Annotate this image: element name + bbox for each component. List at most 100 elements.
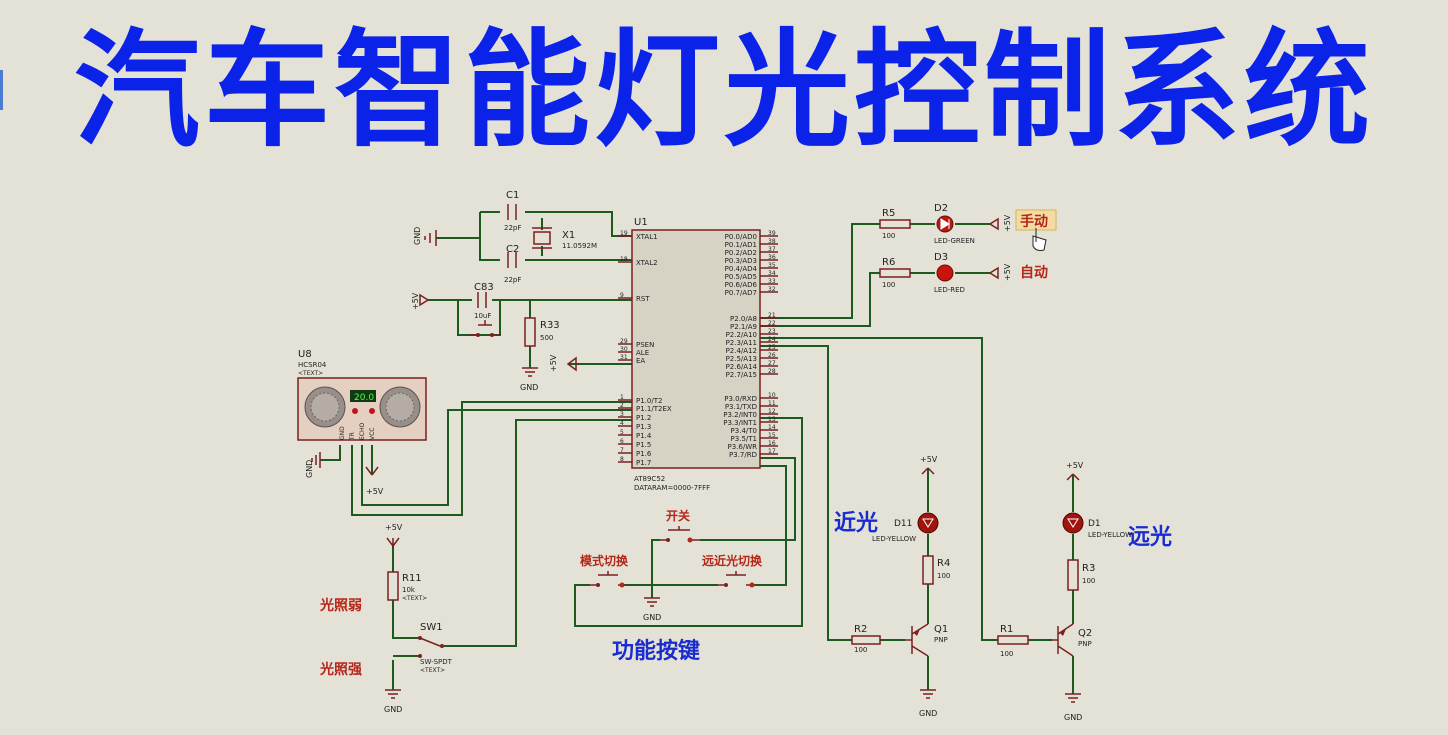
u1-pin-name: P2.6/A14 xyxy=(726,363,758,371)
resistor-r1[interactable]: R1 100 xyxy=(997,624,1029,658)
svg-text:100: 100 xyxy=(937,572,950,580)
led-d2[interactable]: D2 LED-GREEN xyxy=(934,203,975,245)
capacitor-c83[interactable]: C83 10uF xyxy=(474,282,494,320)
svg-text:C83: C83 xyxy=(474,282,494,293)
resistor-r33[interactable]: R33 500 xyxy=(524,317,560,347)
u1-pin-number: 14 xyxy=(768,424,776,431)
led-d3[interactable]: D3 LED-RED xyxy=(934,252,965,294)
u1-pin-name: P3.4/T0 xyxy=(731,427,757,435)
svg-text:R2: R2 xyxy=(854,624,867,635)
resistor-r6[interactable]: R6 100 xyxy=(879,257,911,289)
u1-pin-name: P1.2 xyxy=(636,414,651,422)
resistor-r4[interactable]: R4 100 xyxy=(922,555,950,585)
u1-pin-number: 7 xyxy=(620,447,624,454)
u1-pin-number: 13 xyxy=(768,416,776,423)
u1-pin-number: 8 xyxy=(620,456,624,463)
capacitor-c2[interactable]: C2 22pF xyxy=(504,244,521,284)
u1-pin-number: 22 xyxy=(768,320,776,327)
u1-pin-number: 27 xyxy=(768,360,776,367)
u1-pin-number: 19 xyxy=(620,230,628,237)
svg-text:10k: 10k xyxy=(402,586,416,594)
window-edge-marker xyxy=(0,70,3,110)
svg-text:R3: R3 xyxy=(1082,563,1095,574)
ultrasonic-sensor-u8[interactable]: U8 HCSR04 <TEXT> 20.0 GND TR ECHO VCC xyxy=(297,349,427,441)
svg-text:U8: U8 xyxy=(298,349,312,360)
svg-text:22pF: 22pF xyxy=(504,224,521,232)
svg-text:500: 500 xyxy=(540,334,553,342)
resistor-r2[interactable]: R2 100 xyxy=(851,624,881,654)
page-title: 汽车智能灯光控制系统 xyxy=(74,17,1374,164)
capacitor-c1[interactable]: C1 22pF xyxy=(504,190,521,232)
u1-pin-name: P1.4 xyxy=(636,432,652,440)
high-beam-label: 远光 xyxy=(1128,525,1172,550)
svg-text:C2: C2 xyxy=(506,244,519,255)
svg-text:100: 100 xyxy=(882,281,895,289)
svg-text:GND: GND xyxy=(384,705,402,714)
svg-text:D11: D11 xyxy=(894,519,912,529)
transistor-q2[interactable]: Q2 PNP xyxy=(1052,623,1092,657)
u1-pin-name: P2.2/A10 xyxy=(726,331,757,339)
svg-text:100: 100 xyxy=(1000,650,1013,658)
switch-sw1[interactable]: SW1 SW-SPDT <TEXT> xyxy=(418,622,453,674)
svg-text:+5V: +5V xyxy=(385,523,403,532)
u1-pin-name: P0.6/AD6 xyxy=(725,281,758,289)
svg-text:20.0: 20.0 xyxy=(354,393,374,403)
svg-text:LED-YELLOW: LED-YELLOW xyxy=(872,535,916,543)
u1-pin-number: 5 xyxy=(620,429,624,436)
svg-text:D3: D3 xyxy=(934,252,948,263)
u1-pin-number: 18 xyxy=(620,256,628,263)
svg-text:R1: R1 xyxy=(1000,624,1013,635)
u1-pin-number: 9 xyxy=(620,292,624,299)
transistor-q1[interactable]: Q1 PNP xyxy=(905,623,948,657)
svg-text:HCSR04: HCSR04 xyxy=(298,361,327,369)
mode-switch-button[interactable]: 模式切换 xyxy=(580,553,629,588)
svg-text:X1: X1 xyxy=(562,230,575,241)
svg-text:GND: GND xyxy=(520,383,538,392)
u1-pin-name: P3.3/INT1 xyxy=(723,419,757,427)
reset-button[interactable] xyxy=(470,320,500,337)
beam-switch-button[interactable]: 远近光切换 xyxy=(702,553,763,588)
svg-text:10uF: 10uF xyxy=(474,312,491,320)
u1-pin-number: 32 xyxy=(768,286,776,293)
u1-pin-name: P0.1/AD1 xyxy=(725,241,757,249)
led-d11[interactable]: D11 LED-YELLOW xyxy=(872,512,939,543)
svg-text:AT89C52: AT89C52 xyxy=(634,475,665,483)
svg-text:VCC: VCC xyxy=(369,428,376,440)
svg-text:Q1: Q1 xyxy=(934,624,948,635)
u1-pin-name: P0.7/AD7 xyxy=(725,289,757,297)
svg-text:PNP: PNP xyxy=(934,636,948,644)
u1-pin-number: 37 xyxy=(768,246,776,253)
u1-pin-number: 11 xyxy=(768,400,776,407)
svg-text:R4: R4 xyxy=(937,558,950,569)
resistor-r5[interactable]: R5 100 xyxy=(879,208,911,240)
power-button[interactable]: 开关 xyxy=(660,508,700,543)
resistor-r11[interactable]: R11 10k <TEXT> xyxy=(387,571,427,602)
u1-pin-name: P1.3 xyxy=(636,423,651,431)
crystal-x1[interactable]: X1 11.0592M xyxy=(532,227,597,250)
u1-pin-name: P3.2/INT0 xyxy=(723,411,757,419)
svg-text:+5V: +5V xyxy=(1003,263,1012,281)
manual-label[interactable]: 手动 xyxy=(1015,209,1057,231)
u1-pin-number: 2 xyxy=(620,402,624,409)
svg-text:GND: GND xyxy=(413,227,422,245)
u1-pin-name: P0.5/AD5 xyxy=(725,273,757,281)
resistor-r3[interactable]: R3 100 xyxy=(1067,559,1095,591)
power-symbols: GND +5V GND +5V +5V +5V GND +5V +5V GND … xyxy=(305,214,1084,722)
auto-label: 自动 xyxy=(1020,264,1048,281)
u1-pin-name: P2.7/A15 xyxy=(726,371,757,379)
u1-pin-name: PSEN xyxy=(636,341,654,349)
svg-text:TR: TR xyxy=(349,432,356,441)
u1-pin-name: P3.7/RD xyxy=(729,451,757,459)
u1-pin-number: 12 xyxy=(768,408,776,415)
svg-text:LED-GREEN: LED-GREEN xyxy=(934,237,975,245)
u1-pin-name: P0.4/AD4 xyxy=(725,265,758,273)
u1-pin-name: P3.1/TXD xyxy=(725,403,757,411)
u1-pin-name: RST xyxy=(636,295,650,303)
led-d1[interactable]: D1 LED-YELLOW xyxy=(1062,512,1132,539)
light-strong-label: 光照强 xyxy=(319,661,362,678)
u1-pin-number: 30 xyxy=(620,346,628,353)
u1-pin-number: 3 xyxy=(620,411,624,418)
u1-pin-number: 34 xyxy=(768,270,776,277)
